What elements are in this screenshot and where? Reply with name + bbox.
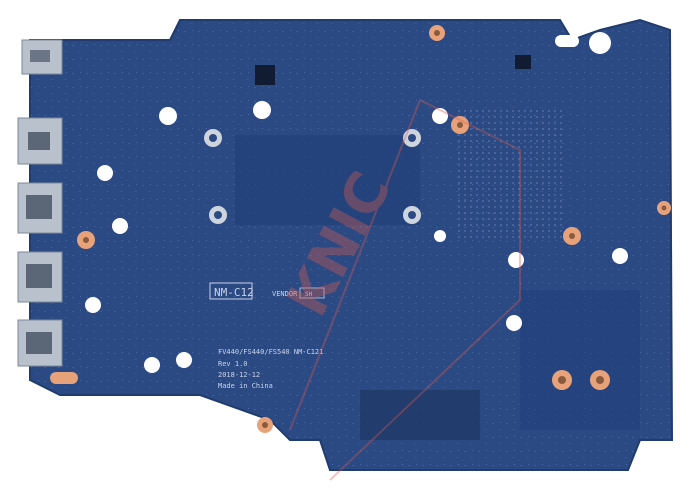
mounting-pads [50,25,671,433]
board-label: NM-C12 [214,286,254,299]
vendor-value: SH [305,291,313,298]
model-line: FV440/FS440/FS540 NM-C121 [218,348,323,356]
cpu-area [455,110,565,240]
component-cluster-3 [360,390,480,440]
vendor-label: VENDOR [272,290,298,298]
component-cluster-2 [520,290,640,430]
board-origin: Made in China [218,382,273,390]
port-usb-a-1 [17,182,63,234]
component-cluster [235,135,420,225]
board-revision: Rev 1.0 [218,360,248,368]
board-date: 2018-12-12 [218,371,260,379]
ic-chip [255,65,275,85]
screw-posts [204,129,421,224]
io-ports [17,39,63,367]
board-label-box [209,282,253,300]
ic-chip-2 [515,55,531,69]
mounting-holes [85,32,628,373]
vendor-box [299,287,325,299]
